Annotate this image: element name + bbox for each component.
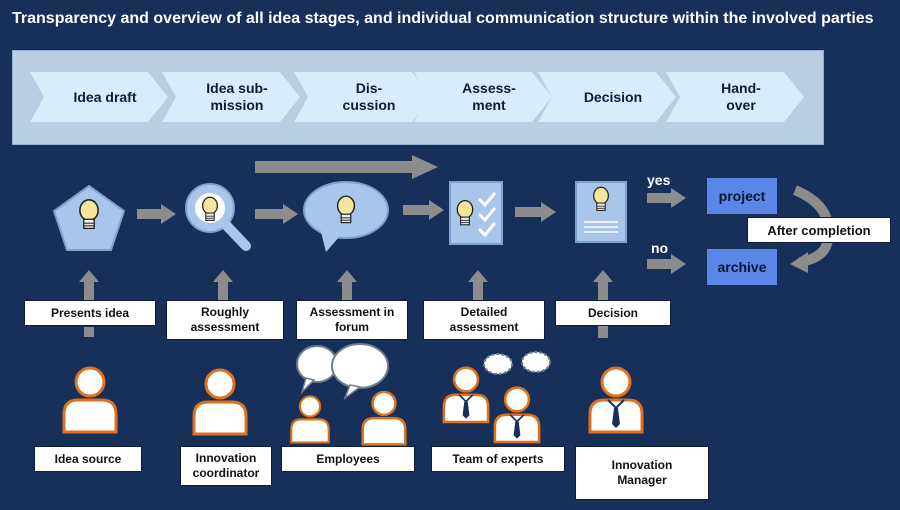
stage-handover: Hand- over <box>666 72 804 122</box>
person-icon <box>62 366 118 434</box>
outcome-archive: archive <box>707 249 777 285</box>
activity-detailed-assessment: Detailed assessment <box>423 300 545 340</box>
lightbulb-pentagon-icon <box>52 184 126 251</box>
speech-bubble-bulb-icon <box>303 181 389 252</box>
activity-assessment-forum: Assessment in forum <box>296 300 408 340</box>
stage-label: Idea sub- mission <box>206 80 268 113</box>
stage-assessment: Assess- ment <box>414 72 552 122</box>
magnifier-bulb-icon <box>185 183 251 251</box>
up-arrows <box>79 270 613 338</box>
no-label: no <box>651 240 669 256</box>
person-icon <box>588 366 644 434</box>
experts-group <box>442 351 551 444</box>
activity-presents-idea: Presents idea <box>24 300 156 326</box>
document-bulb-icon <box>575 181 627 243</box>
page-title: Transparency and overview of all idea st… <box>12 10 874 27</box>
stage-label: Hand- over <box>721 80 761 113</box>
outcome-project: project <box>707 178 777 214</box>
activity-roughly-assessment: Roughly assessment <box>166 300 284 340</box>
activity-decision: Decision <box>555 300 671 326</box>
thought-bubble-icon <box>296 343 389 401</box>
stage-idea-draft: Idea draft <box>30 72 168 122</box>
role-idea-source: Idea source <box>34 446 142 472</box>
yes-label: yes <box>647 172 671 188</box>
overall-flow-arrow <box>255 155 438 179</box>
thought-bubble-icon <box>483 351 551 375</box>
role-employees: Employees <box>281 446 415 472</box>
stage-label: Idea draft <box>73 88 137 105</box>
role-innovation-coordinator: Innovation coordinator <box>180 446 272 486</box>
flow-arrows <box>137 188 686 274</box>
stage-discussion: Dis- cussion <box>294 72 432 122</box>
stage-label: Decision <box>583 88 643 105</box>
after-completion-box: After completion <box>747 217 891 243</box>
checklist-bulb-icon <box>449 181 503 245</box>
role-innovation-manager: Innovation Manager <box>575 446 709 500</box>
employees-group <box>290 343 407 446</box>
stage-decision: Decision <box>538 72 676 122</box>
role-team-of-experts: Team of experts <box>431 446 565 472</box>
stage-label: Assess- ment <box>462 80 516 113</box>
stage-idea-submission: Idea sub- mission <box>162 72 300 122</box>
person-icon <box>192 368 248 436</box>
stage-label: Dis- cussion <box>342 80 396 113</box>
